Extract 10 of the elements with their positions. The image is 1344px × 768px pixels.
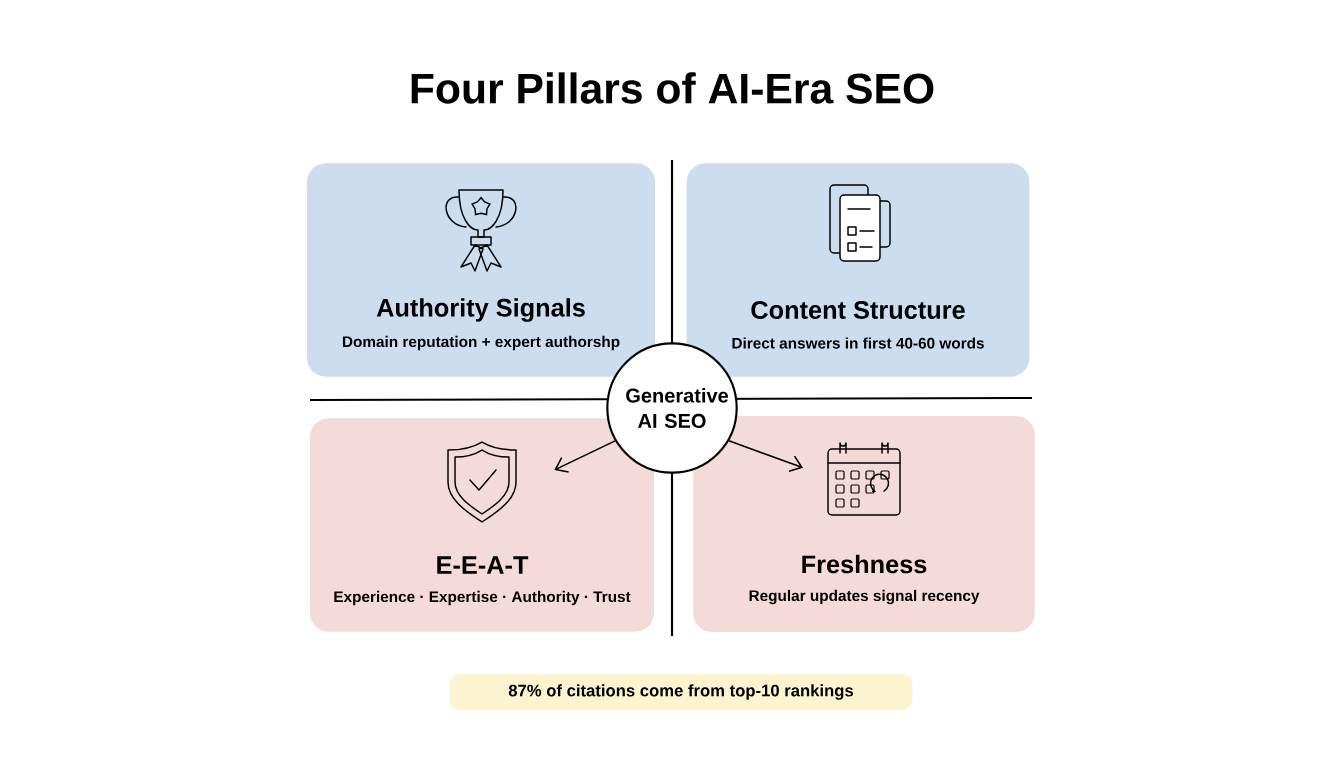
card-heading: E-E-A-T [437, 556, 529, 574]
card-description: Regular updates signal recency [749, 589, 980, 605]
card-description: Experience · Expertise · Authority · Trust [334, 590, 631, 606]
card-heading: Content Structure [751, 301, 965, 319]
note-box: 87% of citations come from top-10 rankings [449, 674, 913, 710]
arrow [728, 440, 804, 472]
card-heading: Freshness [802, 554, 927, 574]
card-heading: Authority Signals [376, 298, 585, 322]
arrow [554, 440, 616, 473]
title: Four Pillars of AI-Era SEO [411, 72, 934, 104]
